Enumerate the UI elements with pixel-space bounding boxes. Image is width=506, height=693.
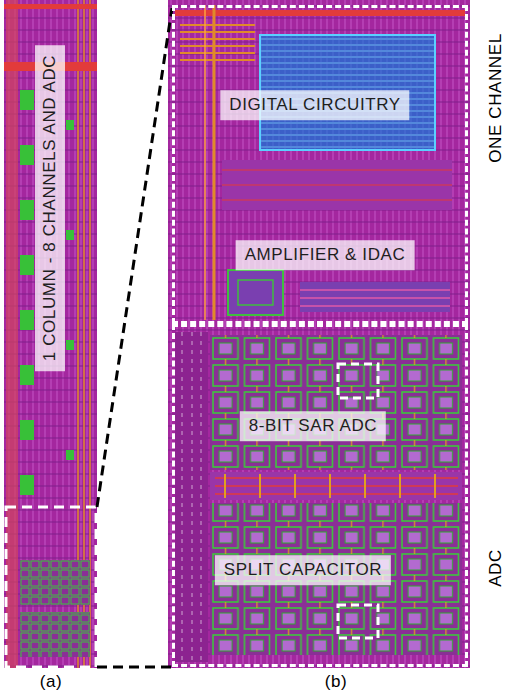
block-name: DIGITAL CIRCUITRY — [229, 95, 400, 115]
block-name: SPLIT CAPACITOR — [224, 560, 382, 580]
block-label: SPLIT CAPACITOR — [215, 555, 391, 585]
column-label: 1 COLUMN - 8 CHANNELS AND ADC — [35, 45, 65, 371]
dashed-region: ONE CHANNELDIGITAL CIRCUITRYAMPLIFIER & … — [172, 5, 468, 324]
panel-label: (b) — [325, 672, 348, 692]
block-name: AMPLIFIER & IDAC — [245, 245, 406, 265]
dashed-region: ADC8-BIT SAR ADCSPLIT CAPACITOR — [172, 324, 468, 667]
panel-label: (a) — [40, 672, 63, 692]
block-label: DIGITAL CIRCUITRY — [220, 90, 409, 120]
block-name: 8-BIT SAR ADC — [249, 416, 377, 436]
block-label: AMPLIFIER & IDAC — [236, 240, 415, 270]
block-label: 8-BIT SAR ADC — [240, 411, 386, 441]
region-heading: ADC — [486, 549, 506, 587]
region-heading: ONE CHANNEL — [486, 33, 506, 162]
